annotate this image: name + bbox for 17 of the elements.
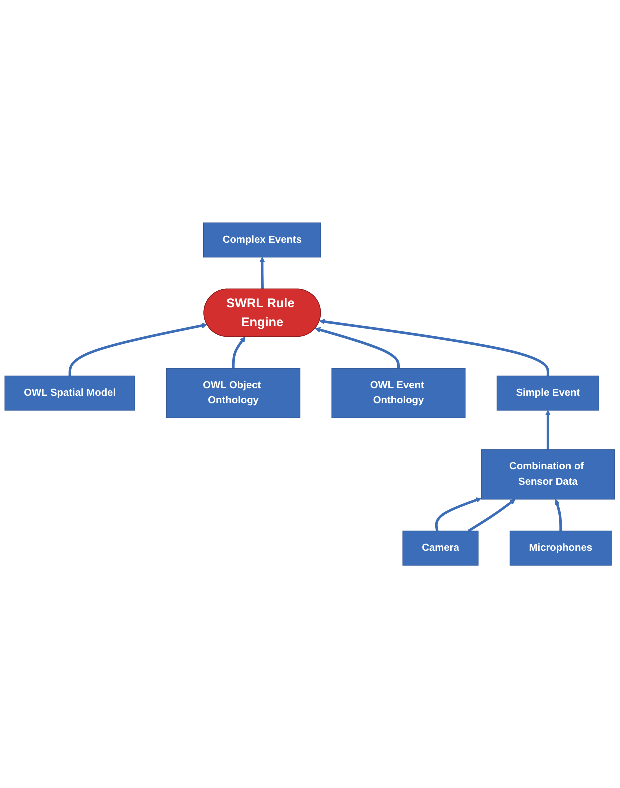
arrow — [68, 322, 208, 376]
node-box: Complex Events — [204, 222, 322, 258]
node-box: OWL Spatial Model — [4, 376, 136, 411]
arrow — [545, 410, 551, 450]
arrow — [260, 256, 266, 290]
node-box: Simple Event — [496, 376, 600, 411]
arrow — [435, 497, 482, 532]
arrow — [232, 336, 246, 368]
node-box: OWL Object Onthology — [166, 368, 301, 418]
node-box: Combination of Sensor Data — [481, 449, 616, 500]
node-box: OWL Event Onthology — [332, 368, 466, 418]
arrow — [320, 318, 550, 376]
node-box: Camera — [402, 530, 479, 566]
arrow — [315, 327, 400, 368]
arrow — [554, 498, 562, 531]
node-box: Microphones — [510, 530, 612, 566]
arrow — [468, 498, 516, 532]
